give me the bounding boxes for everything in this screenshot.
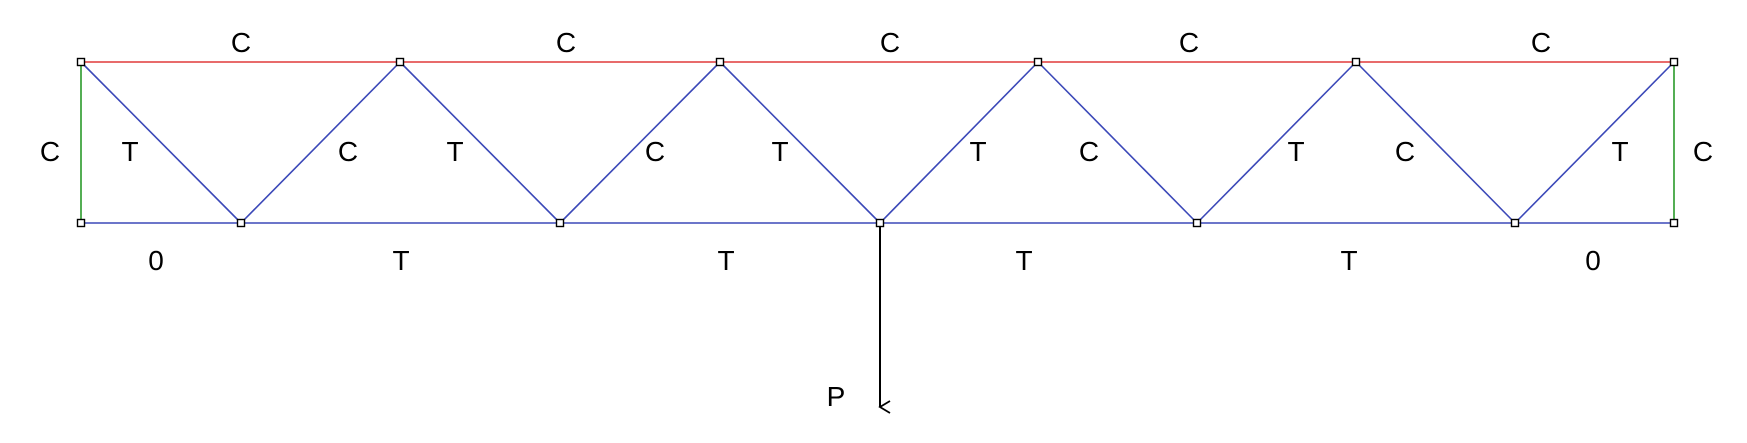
bottom-chord-force-label: T — [392, 245, 409, 276]
truss-joint — [1351, 57, 1361, 67]
diagonal-force-label: C — [1079, 136, 1099, 167]
top-chord-force-label: C — [231, 27, 251, 58]
truss-joint — [715, 57, 725, 67]
bottom-chord-force-label: 0 — [1585, 245, 1601, 276]
diagonal-members — [80, 61, 1675, 224]
top-chord-force-label: C — [556, 27, 576, 58]
diagonal-member — [240, 61, 401, 224]
diagonal-member — [559, 61, 721, 224]
diagonal-force-label: C — [338, 136, 358, 167]
diagonal-force-label: T — [1287, 136, 1304, 167]
diagonal-member — [80, 61, 242, 224]
top-chord-force-label: C — [1531, 27, 1551, 58]
left-vertical-force-label: C — [40, 136, 60, 167]
truss-joint — [1033, 57, 1043, 67]
diagonal-force-label: C — [1395, 136, 1415, 167]
truss-joint — [555, 218, 565, 228]
top-chord-force-label: C — [1179, 27, 1199, 58]
bottom-chord-force-label: T — [1340, 245, 1357, 276]
truss-joint — [236, 218, 246, 228]
diagonal-member — [1037, 61, 1198, 224]
diagonal-member — [879, 61, 1039, 224]
load-label: P — [827, 381, 846, 412]
diagonal-member — [1355, 61, 1516, 224]
truss-joint — [395, 57, 405, 67]
truss-joint — [1510, 218, 1520, 228]
diagonal-force-label: T — [969, 136, 986, 167]
truss-joint — [875, 218, 885, 228]
bottom-chord-force-label: T — [1015, 245, 1032, 276]
diagonal-force-label: T — [771, 136, 788, 167]
diagonal-force-label: C — [645, 136, 665, 167]
diagonal-force-label: T — [1611, 136, 1628, 167]
bottom-chord-force-label: T — [717, 245, 734, 276]
truss-joint — [1669, 218, 1679, 228]
truss-joint — [1669, 57, 1679, 67]
diagonal-member — [1196, 61, 1357, 224]
diagonal-force-label: T — [446, 136, 463, 167]
truss-joint — [76, 218, 86, 228]
truss-joints — [76, 57, 1679, 228]
truss-joint — [1192, 218, 1202, 228]
diagonal-member — [399, 61, 561, 224]
diagonal-member — [1514, 61, 1675, 224]
truss-joint — [76, 57, 86, 67]
right-vertical-force-label: C — [1693, 136, 1713, 167]
bottom-chord-force-label: 0 — [148, 245, 164, 276]
top-chord-force-label: C — [880, 27, 900, 58]
diagonal-force-label: T — [121, 136, 138, 167]
diagonal-member — [719, 61, 881, 224]
